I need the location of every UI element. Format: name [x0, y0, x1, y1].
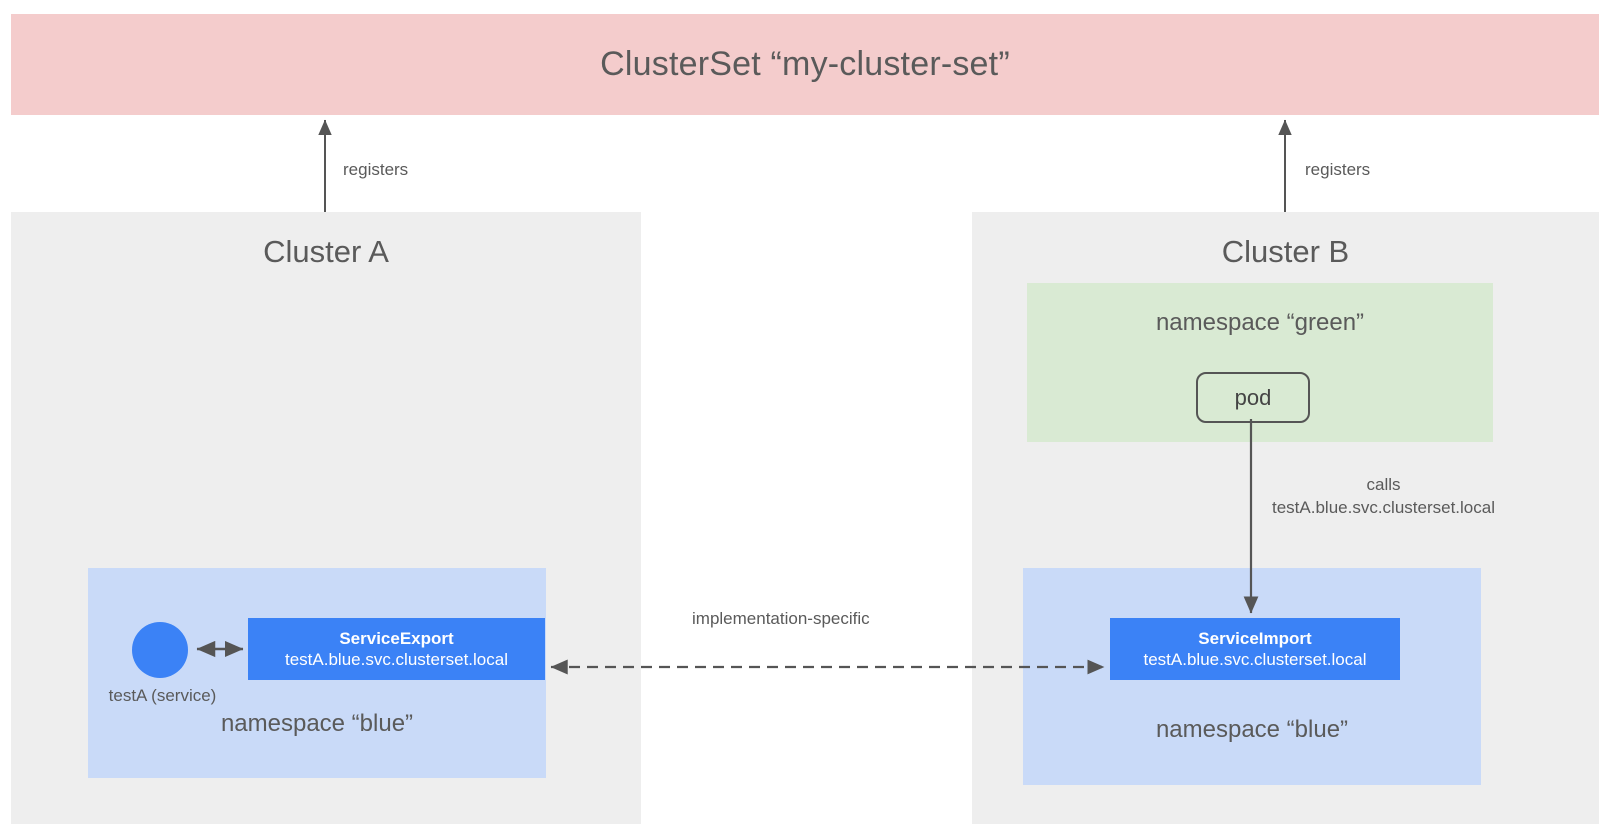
- cluster-a-title: Cluster A: [263, 234, 389, 269]
- service-circle-icon[interactable]: [132, 622, 188, 678]
- calls-label-line2: testA.blue.svc.clusterset.local: [1272, 497, 1495, 517]
- namespace-blue-right-label: namespace “blue”: [1155, 716, 1349, 743]
- clusterset-banner: ClusterSet “my-cluster-set”: [11, 14, 1599, 115]
- cluster-b-title: Cluster B: [1221, 234, 1350, 269]
- service-import-box[interactable]: ServiceImport testA.blue.svc.clusterset.…: [1110, 618, 1400, 680]
- calls-label-line1: calls: [1366, 475, 1401, 494]
- service-import-fqdn: testA.blue.svc.clusterset.local: [1143, 650, 1367, 669]
- calls-label: calls testA.blue.svc.clusterset.local: [1272, 474, 1495, 520]
- service-export-box[interactable]: ServiceExport testA.blue.svc.clusterset.…: [248, 618, 545, 680]
- namespace-blue-left-label: namespace “blue”: [220, 710, 414, 737]
- pod-label: pod: [1234, 384, 1272, 410]
- namespace-green-label: namespace “green”: [1155, 309, 1365, 336]
- implementation-specific-label: implementation-specific: [692, 609, 870, 628]
- registers-left-label: registers: [343, 160, 409, 179]
- registers-right-label: registers: [1305, 160, 1371, 179]
- pod-box[interactable]: pod: [1196, 372, 1310, 423]
- clusterset-title: ClusterSet “my-cluster-set”: [600, 45, 1010, 83]
- namespace-green-box: namespace “green”: [1027, 283, 1493, 442]
- service-circle-label: testA (service): [108, 686, 217, 705]
- service-export-fqdn: testA.blue.svc.clusterset.local: [285, 650, 508, 669]
- service-export-title: ServiceExport: [339, 628, 454, 648]
- service-import-title: ServiceImport: [1198, 628, 1312, 648]
